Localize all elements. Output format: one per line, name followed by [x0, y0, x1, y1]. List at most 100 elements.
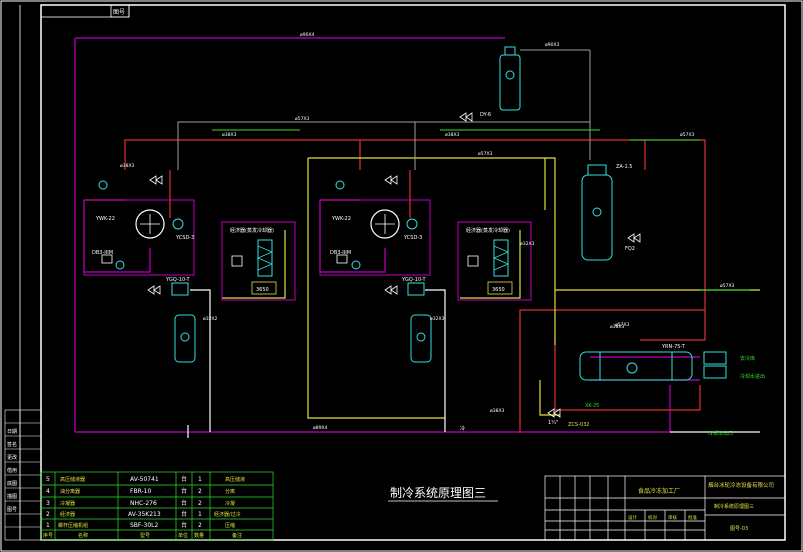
table-row-qty: 1 [198, 511, 202, 518]
strip-label: 日期 [7, 429, 17, 435]
strip-label: 签名 [7, 441, 17, 448]
table-row-model: AV-35K213 [128, 511, 161, 518]
table-row-qty: 2 [198, 500, 202, 507]
bottom-right-out: 冷却水出口 [708, 430, 733, 437]
table-row-name: 冷凝器 [60, 500, 75, 507]
left-revision-strip [4, 409, 42, 541]
table-row-unit: 台 [181, 487, 187, 495]
left-strip-labels: 日期 签名 更改 借用 底图 描图 图号 [7, 429, 17, 513]
table-row-unit: 台 [181, 521, 187, 529]
table-row-name: 油分离器 [60, 488, 80, 495]
strip-label: 描图 [7, 493, 17, 500]
top-tag-small [110, 4, 130, 18]
table-row-note: 冷凝 [225, 500, 235, 507]
pipe-label: ø38X3 [120, 163, 135, 169]
bottom-filter-label: ZCS-032 [568, 422, 589, 428]
left-comp-label: YCSD-3 [175, 235, 194, 241]
title-row-label: 设计 [628, 514, 637, 521]
title-block-project: 食品冷冻加工厂 [638, 487, 680, 495]
title-row-label: 审核 [668, 514, 677, 521]
parts-table [40, 471, 274, 541]
green-connectors [212, 129, 750, 291]
strip-label: 底图 [7, 480, 17, 487]
table-row-note: 高压储液 [225, 476, 245, 483]
title-block-sheet: 图号-03 [730, 526, 748, 532]
left-economizer [221, 221, 296, 301]
left-hx-bottom: 3650 [256, 287, 269, 293]
table-row-model: AV-50741 [130, 476, 159, 483]
title-row-label: 批准 [688, 514, 697, 521]
title-block-drawing-name: 制冷系统原理图三 [714, 503, 754, 510]
drawing-title: 制冷系统原理图三 [390, 486, 486, 500]
left-ctrl-label-b: DB3-IIIM [92, 250, 113, 256]
table-row-name: 螺杆压缩机组 [58, 522, 88, 529]
right-ctrl-label-a: YWK-22 [331, 216, 351, 222]
right-hx-title: 经济器(蒸发冷却器) [466, 227, 510, 234]
right-compressor-unit [319, 180, 431, 276]
high-pressure-receiver [581, 164, 613, 261]
right-comp-label: YCSD-3 [403, 235, 422, 241]
table-row-model: FBR-10 [130, 488, 151, 495]
pipe-label: ø90X4 [300, 32, 315, 38]
table-row-model: NHC-276 [130, 500, 157, 507]
left-dryer-label: YGQ-10-T [165, 277, 191, 283]
table-row-name: 高压储液器 [60, 476, 85, 483]
title-block-rows: 设计 校对 审核 批准 [628, 514, 697, 521]
pipe-label: ø32X3 [520, 241, 535, 247]
table-row-no: 5 [46, 476, 50, 483]
pipe-label: ø32X2 [203, 316, 218, 322]
title-block [544, 475, 786, 541]
right-compressor [370, 209, 400, 239]
pipe-label: ø38X3 [490, 408, 505, 414]
table-header-qty: 数量 [194, 532, 204, 539]
right-hx-bottom: 3650 [492, 287, 505, 293]
pipe-label: ø57X3 [295, 116, 310, 122]
table-row-note: 经济器/过冷 [214, 511, 241, 518]
right-economizer [457, 221, 532, 301]
table-row-no: 3 [46, 500, 50, 507]
table-row-unit: 台 [181, 475, 187, 483]
pipe-label: ø32X3 [430, 316, 445, 322]
condenser-label: YRN-75-T [661, 344, 686, 350]
table-row-model: SBF-30L2 [130, 522, 159, 529]
table-header-model: 型号 [140, 532, 150, 539]
suction-lines [74, 37, 700, 433]
inner-border [40, 4, 786, 541]
table-header-unit: 单位 [178, 532, 188, 539]
table-row-no: 1 [46, 522, 50, 529]
left-hx-title: 经济器(蒸发冷却器) [230, 227, 274, 234]
strip-label: 图号 [7, 507, 17, 513]
table-row-no: 2 [46, 511, 50, 518]
pipe-label: ø38X3 [445, 132, 460, 138]
table-header-note: 备注 [232, 532, 242, 539]
title-block-company: 烟台冰轮冷冻设备有限公司 [708, 481, 774, 489]
left-vessel [171, 282, 196, 363]
top-filter-label: DY-6 [480, 112, 491, 118]
table-row-name: 经济器 [60, 511, 75, 518]
left-motor [172, 218, 184, 230]
condenser-out-1: 去冷库 [740, 355, 755, 362]
evap-valve-label: XK-25 [585, 403, 599, 409]
strip-label: 借用 [7, 467, 17, 474]
left-compressor-unit [83, 180, 195, 276]
pipe-label: ø89X4 [313, 425, 328, 431]
parts-table-text: 5 高压储液器 AV-50741 台 1 高压储液 4 油分离器 FBR-10 … [43, 475, 245, 539]
valve-sight-label: FQ2 [625, 246, 635, 252]
pipe-label: ø38X3 [610, 324, 625, 330]
table-row-no: 4 [46, 488, 50, 495]
right-vessel [407, 282, 432, 363]
vessel-note-left: 冷 [460, 425, 465, 432]
condenser-out-2: 冷却水进出 [740, 373, 765, 380]
table-row-qty: 2 [198, 488, 202, 495]
top-filter-vessel [499, 46, 521, 111]
right-ctrl-label-b: DB3-IIIM [330, 250, 351, 256]
title-row-label: 校对 [648, 514, 657, 521]
pipe-label: ø57X3 [615, 322, 630, 328]
water-lines [187, 289, 760, 438]
valves [147, 112, 641, 418]
table-row-qty: 2 [198, 522, 202, 529]
bottom-valve-label: 1¼" [548, 420, 558, 426]
condenser [579, 351, 727, 381]
pipe-label: ø57X3 [720, 283, 735, 289]
strip-label: 更改 [7, 454, 17, 461]
